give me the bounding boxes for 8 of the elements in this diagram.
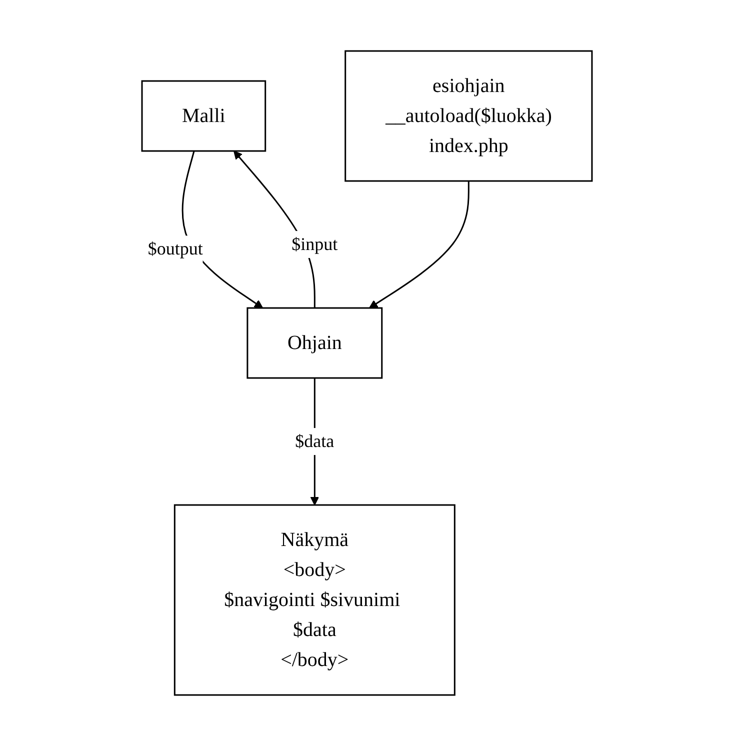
node-box: esiohjain __autoload($luokka) index.php bbox=[344, 50, 593, 182]
node-box: Malli bbox=[141, 80, 266, 152]
node-box: Ohjain bbox=[246, 306, 383, 378]
edge-label: $data bbox=[295, 430, 334, 450]
arrow bbox=[369, 180, 470, 308]
node-box: Näkymä <body> $navigointi $sivunimi $data </body> bbox=[174, 504, 456, 696]
edge-label: $output bbox=[148, 238, 203, 258]
edge-label: $input bbox=[292, 234, 338, 254]
